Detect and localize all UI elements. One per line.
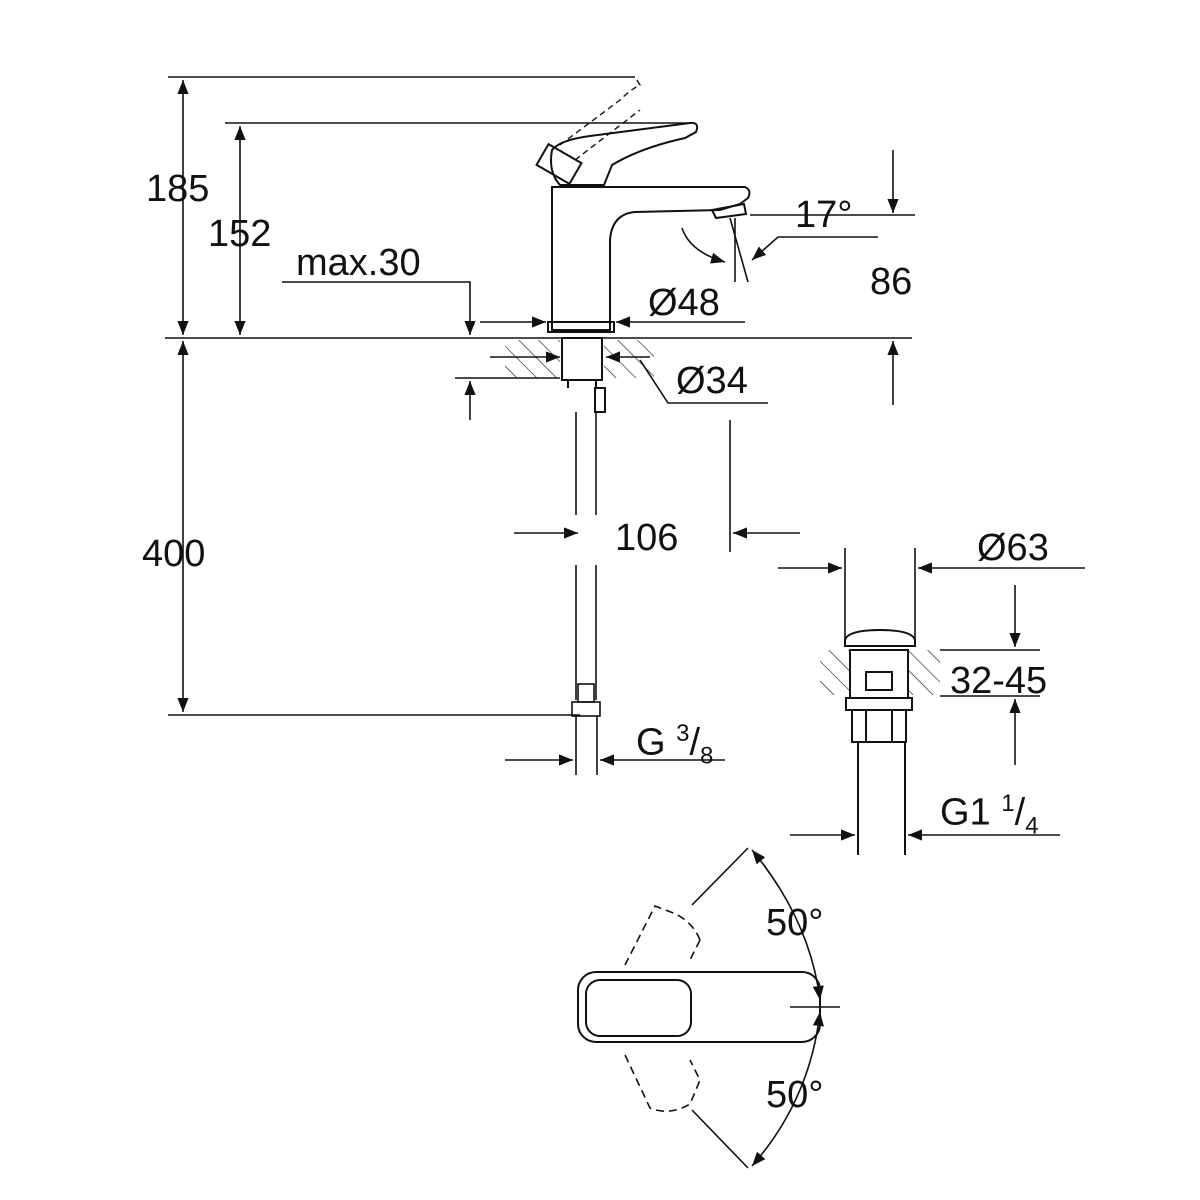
height-spout-label: 152 bbox=[208, 213, 272, 255]
thread-den: 8 bbox=[700, 742, 714, 770]
thread-num: 3 bbox=[676, 720, 690, 747]
waste-thickness-label: 32-45 bbox=[950, 660, 1048, 702]
faucet-top-view bbox=[577, 847, 840, 1169]
hose-length-label: 400 bbox=[142, 533, 206, 575]
supply-hose bbox=[505, 412, 725, 775]
projection-dimension bbox=[514, 420, 800, 552]
pop-up-waste bbox=[778, 548, 1085, 855]
height-total-label: 185 bbox=[146, 168, 210, 210]
spout-angle-dimension bbox=[681, 217, 878, 283]
countertop-section bbox=[505, 340, 654, 378]
thread-main: G bbox=[636, 721, 666, 764]
spout-height-label: 86 bbox=[870, 261, 913, 303]
hose-thread-label: G 3/8 bbox=[636, 720, 714, 770]
handle-angle-lower-label: 50° bbox=[766, 1074, 824, 1116]
spout-height-dimension bbox=[750, 150, 915, 405]
projection-label: 106 bbox=[615, 517, 679, 559]
handle-angle-upper-label: 50° bbox=[766, 902, 824, 944]
hole-diameter-label: Ø34 bbox=[676, 360, 748, 402]
thread-main: G1 bbox=[940, 791, 991, 834]
thread-den: 4 bbox=[1025, 812, 1039, 840]
faucet-side-view bbox=[535, 76, 751, 413]
waste-diameter-label: Ø63 bbox=[977, 527, 1049, 569]
vertical-dimensions bbox=[177, 80, 246, 712]
waste-thread-label: G1 1/4 bbox=[940, 790, 1039, 840]
extension-lines bbox=[165, 76, 912, 716]
thread-num: 1 bbox=[1001, 790, 1015, 817]
max-deck-label: max.30 bbox=[296, 242, 421, 284]
base-diameter-label: Ø48 bbox=[648, 282, 720, 324]
spout-angle-label: 17° bbox=[795, 194, 853, 236]
diameter-dimensions bbox=[480, 316, 768, 404]
